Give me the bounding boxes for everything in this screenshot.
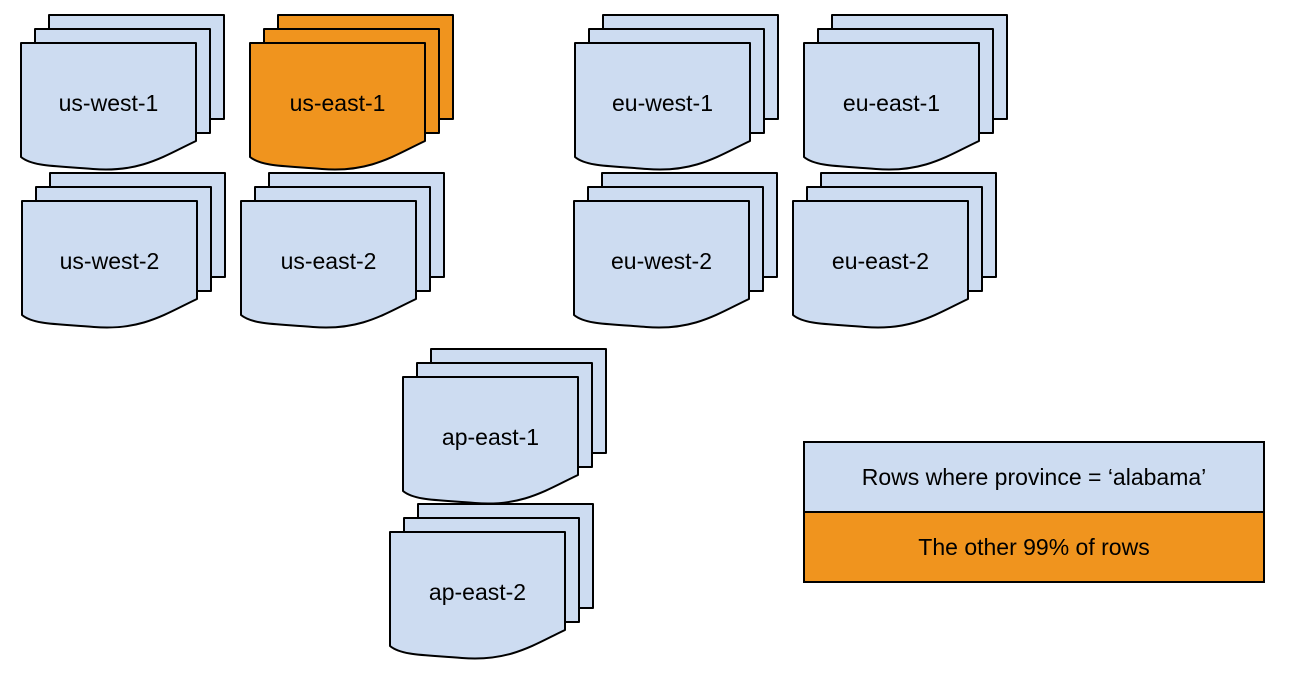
page-front	[792, 200, 969, 329]
legend: Rows where province = ‘alabama’ The othe…	[803, 441, 1265, 583]
legend-item-other-rows: The other 99% of rows	[805, 513, 1263, 581]
document-stack-eu-east-1: eu-east-1	[803, 14, 1009, 176]
page-front	[20, 42, 197, 171]
document-stack-ap-east-2: ap-east-2	[389, 503, 595, 665]
stacked-documents-icon	[20, 14, 225, 171]
document-stack-eu-west-2: eu-west-2	[573, 172, 779, 334]
page-front	[573, 200, 750, 329]
stacked-documents-icon	[389, 503, 594, 660]
document-stack-us-east-1: us-east-1	[249, 14, 455, 176]
stacked-documents-icon	[240, 172, 445, 329]
stacked-documents-icon	[402, 348, 607, 505]
page-front	[21, 200, 198, 329]
stacked-documents-icon	[803, 14, 1008, 171]
page-front	[803, 42, 980, 171]
stacked-documents-icon	[249, 14, 454, 171]
stacked-documents-icon	[792, 172, 997, 329]
page-front	[574, 42, 751, 171]
legend-item-label: The other 99% of rows	[918, 533, 1150, 560]
legend-item-label: Rows where province = ‘alabama’	[861, 463, 1207, 490]
document-stack-eu-east-2: eu-east-2	[792, 172, 998, 334]
document-stack-eu-west-1: eu-west-1	[574, 14, 780, 176]
page-front	[389, 531, 566, 660]
stacked-documents-icon	[574, 14, 779, 171]
document-stack-ap-east-1: ap-east-1	[402, 348, 608, 510]
stacked-documents-icon	[21, 172, 226, 329]
document-stack-us-east-2: us-east-2	[240, 172, 446, 334]
page-front	[402, 376, 579, 505]
document-stack-us-west-2: us-west-2	[21, 172, 227, 334]
stacked-documents-icon	[573, 172, 778, 329]
legend-item-alabama-rows: Rows where province = ‘alabama’	[805, 443, 1263, 513]
document-stack-us-west-1: us-west-1	[20, 14, 226, 176]
page-front	[240, 200, 417, 329]
page-front	[249, 42, 426, 171]
